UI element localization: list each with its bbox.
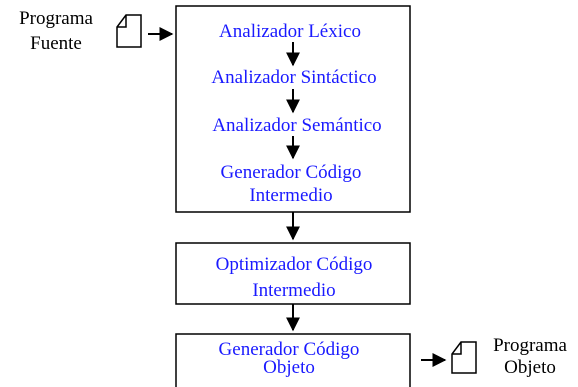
source-label-line1: Programa (19, 8, 93, 29)
intermediate-label-line1: Generador Código (220, 162, 362, 183)
output-document-icon (451, 341, 477, 374)
intermediate-label-line2: Intermedio (249, 185, 333, 206)
output-label-line2: Objeto (504, 357, 556, 378)
codegen-box (175, 333, 411, 387)
codegen-label-line2: Objeto (263, 357, 315, 378)
optimizer-label-line1: Optimizador Código (215, 254, 373, 275)
optimizer-label-line2: Intermedio (252, 280, 336, 301)
output-label-line1: Programa (493, 335, 567, 356)
lexer-label: Analizador Léxico (219, 21, 361, 42)
parser-label: Analizador Sintáctico (211, 67, 377, 88)
source-document-icon (116, 14, 142, 48)
source-label-line2: Fuente (30, 33, 82, 54)
semantic-label: Analizador Semántico (212, 115, 382, 136)
codegen-label-line1: Generador Código (218, 339, 360, 360)
